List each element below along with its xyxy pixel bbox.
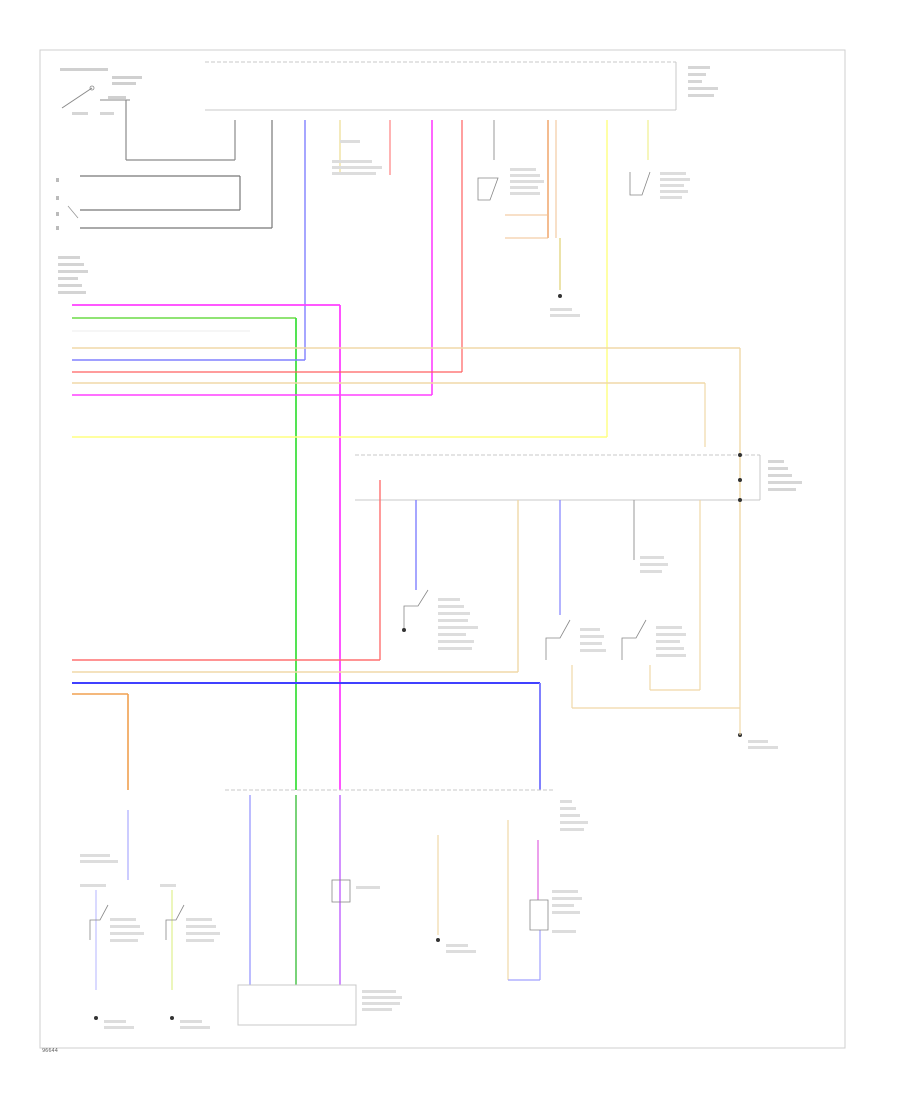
middle-harness bbox=[72, 304, 741, 790]
bottom-sensors bbox=[80, 800, 588, 1029]
lower-harness bbox=[72, 659, 541, 790]
top-sensors bbox=[332, 140, 690, 317]
left-grey-wiring bbox=[56, 120, 273, 230]
top-fuse-box bbox=[205, 61, 718, 111]
diagram-border bbox=[39, 49, 846, 1049]
middle-relay-box bbox=[355, 453, 802, 690]
middle-switches bbox=[402, 556, 778, 749]
ignition-switch bbox=[60, 68, 236, 161]
diagram-id: 96644 bbox=[42, 1048, 58, 1054]
left-connector-label bbox=[58, 256, 88, 294]
bottom-connectors bbox=[95, 789, 555, 990]
top-drop-wires bbox=[304, 120, 649, 437]
top-fuse-box-label bbox=[688, 66, 718, 97]
